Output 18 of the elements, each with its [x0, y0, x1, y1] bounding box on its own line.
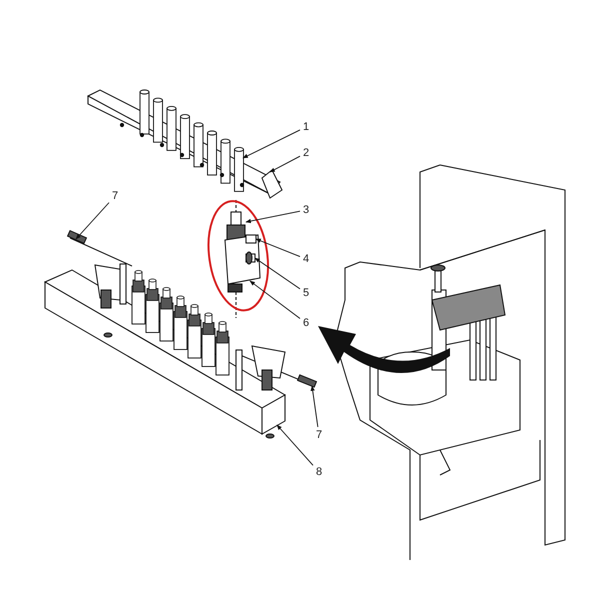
- callout-number: 7: [313, 427, 325, 443]
- leader-line: [76, 202, 110, 240]
- callout-number: 4: [300, 251, 312, 267]
- callout-number: 7: [109, 188, 121, 204]
- callout-number: 2: [300, 145, 312, 161]
- callout-number: 5: [300, 285, 312, 301]
- callout-number: 3: [300, 202, 312, 218]
- leader-line: [276, 424, 314, 466]
- leader-line: [245, 210, 300, 224]
- leader-line: [250, 280, 300, 319]
- callout-number: 1: [300, 119, 312, 135]
- callout-number: 8: [313, 464, 325, 480]
- leader-line: [270, 156, 300, 172]
- callout-number: 6: [300, 315, 312, 331]
- leader-line: [254, 258, 300, 290]
- leader-line: [242, 130, 300, 158]
- leader-line: [310, 385, 318, 428]
- leader-line: [256, 238, 300, 258]
